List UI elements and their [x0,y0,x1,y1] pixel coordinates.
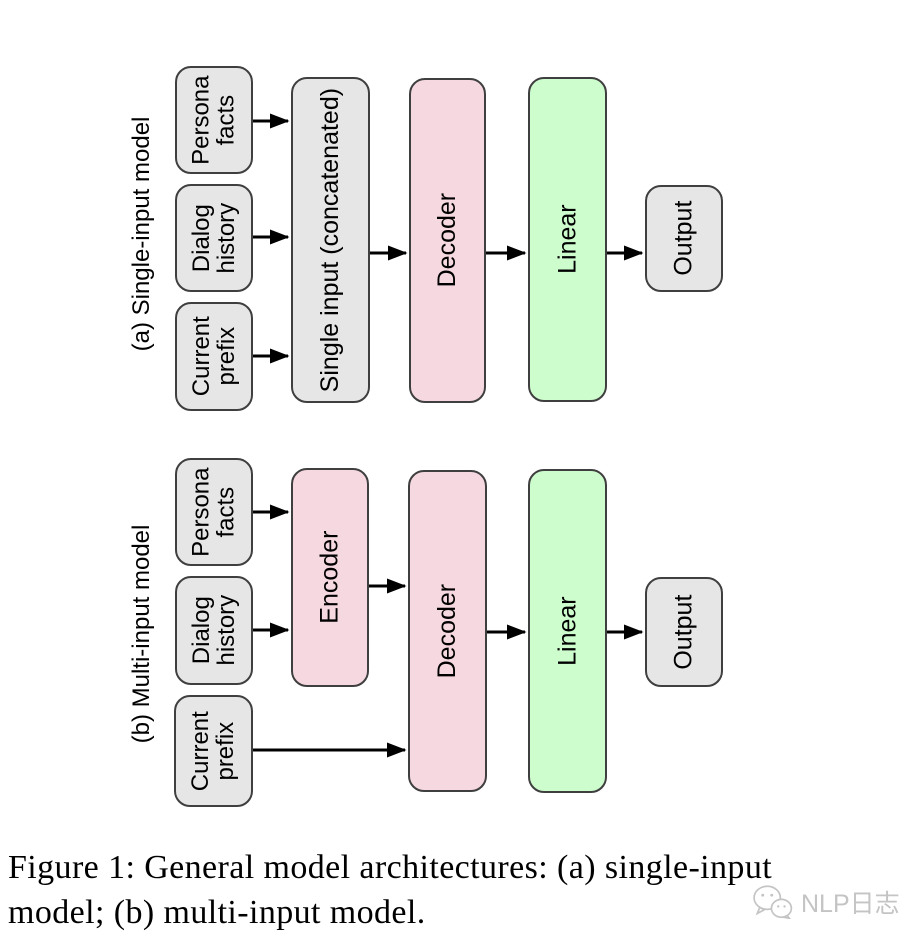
figure-caption: Figure 1: General model architectures: (… [8,849,773,931]
node-encoder: Encoder [291,468,369,687]
node-single-input-label: Single input (concatenated) [316,87,345,393]
node-persona-facts-a: Persona facts [175,66,253,174]
wechat-logo-icon [753,885,793,919]
watermark: NLP日志 [752,884,900,920]
node-current-prefix-b: Current prefix [174,695,253,807]
node-persona-facts-b-label: Persona facts [187,467,241,557]
node-linear-b: Linear [528,469,607,793]
watermark-text: NLP日志 [801,890,900,918]
node-persona-facts-b: Persona facts [175,458,253,566]
node-persona-facts-a-label: Persona facts [187,75,241,165]
node-linear-a-label: Linear [553,204,582,275]
node-output-a: Output [645,185,723,292]
node-current-prefix-b-label: Current prefix [187,710,240,792]
node-linear-a: Linear [528,77,607,402]
node-output-a-label: Output [669,200,698,277]
node-linear-b-label: Linear [553,596,582,666]
node-output-b: Output [645,577,723,687]
node-dialog-history-a-label: Dialog history [187,202,240,274]
node-dialog-history-b: Dialog history [175,576,253,685]
node-dialog-history-b-label: Dialog history [187,595,240,666]
panel-b-label: (b) Multi-input model [128,524,155,744]
node-decoder-b: Decoder [408,470,487,792]
node-encoder-label: Encoder [315,530,344,625]
node-single-input: Single input (concatenated) [291,77,370,403]
node-current-prefix-a: Current prefix [175,302,253,411]
node-output-b-label: Output [669,594,698,670]
panel-a-label: (a) Single-input model [128,116,155,352]
node-decoder-a-label: Decoder [433,193,462,288]
node-decoder-a: Decoder [409,78,486,403]
node-dialog-history-a: Dialog history [175,184,253,292]
node-current-prefix-a-label: Current prefix [187,316,240,397]
node-decoder-b-label: Decoder [433,583,462,679]
